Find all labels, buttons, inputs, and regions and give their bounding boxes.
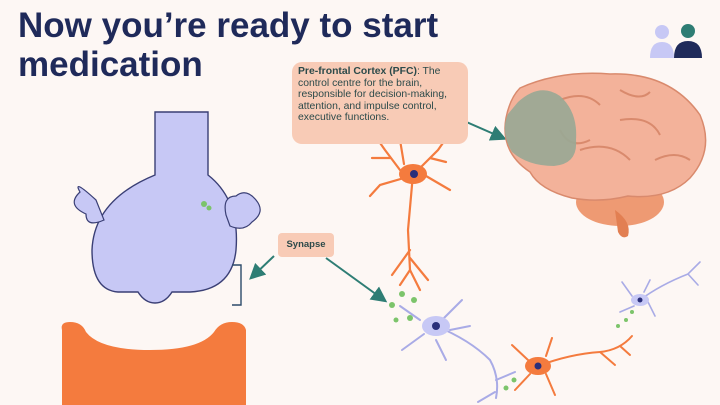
brain-icon: [504, 72, 707, 238]
logo-icon: [650, 24, 702, 58]
neurotransmitters: [389, 291, 634, 391]
neuron-icon: [368, 128, 452, 292]
arrow-synapse-right: [325, 257, 388, 303]
synapse-label: Synapse: [278, 233, 334, 257]
arrow-synapse-left: [249, 255, 275, 280]
neuron-icon: [399, 299, 516, 403]
pfc-heading: Pre-frontal Cortex (PFC): [298, 66, 417, 77]
neuron-icon: [619, 261, 701, 317]
pfc-body: : The control centre for the brain, resp…: [298, 66, 448, 124]
pfc-callout: Pre-frontal Cortex (PFC): The control ce…: [292, 62, 468, 144]
cleft-bracket: [232, 264, 242, 306]
neuron-icon: [511, 335, 633, 396]
presynaptic-terminal: [73, 111, 261, 304]
postsynaptic-membrane: [61, 322, 246, 405]
page-title: Now you’re ready to start medication: [18, 6, 439, 84]
